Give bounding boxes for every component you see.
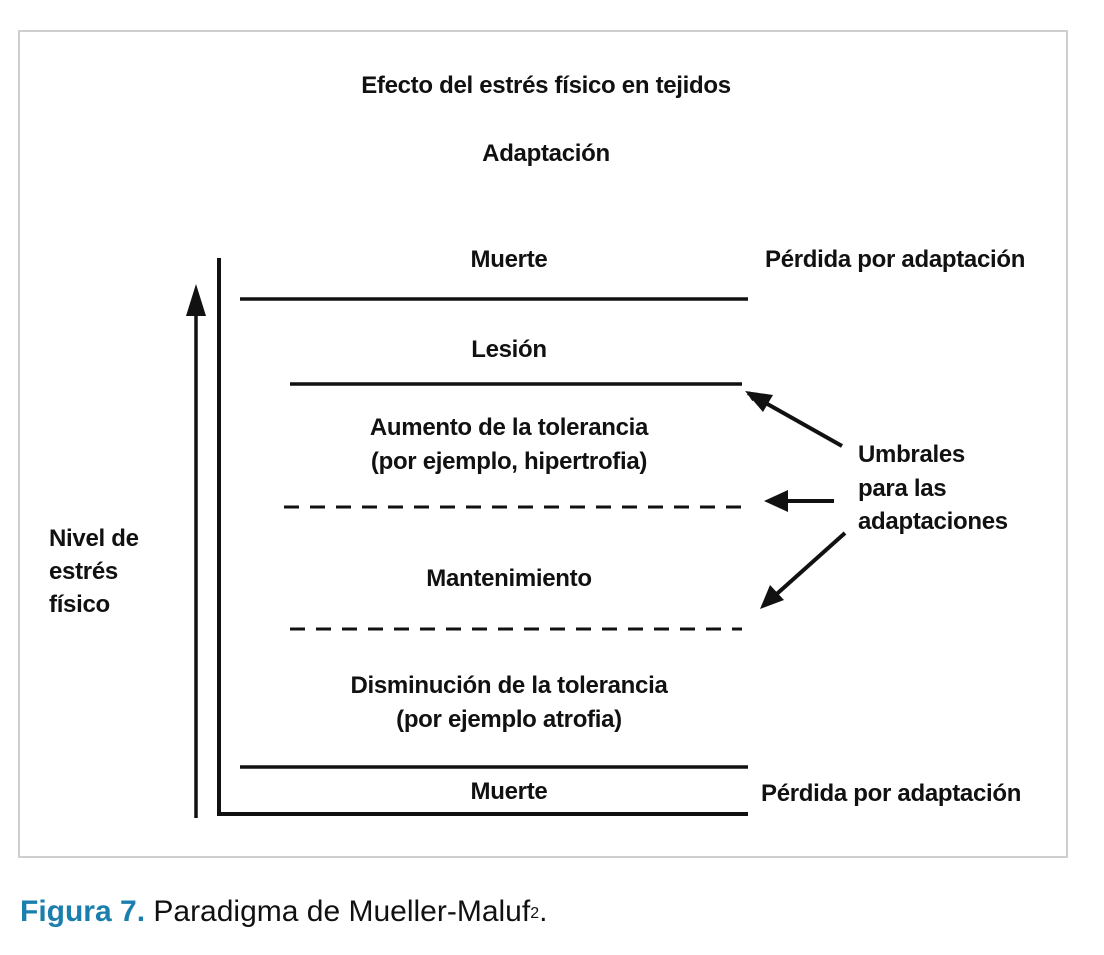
umbral-arrow-lower-head [760, 585, 784, 609]
figure-frame [18, 30, 1068, 858]
zone-aumento-line-2: (por ejemplo, hipertrofia) [370, 448, 648, 475]
y-axis-label-line-2: estrés [49, 558, 118, 585]
diagram-subtitle: Adaptación [482, 140, 610, 167]
label-perdida-bottom: Pérdida por adaptación [761, 780, 1022, 807]
label-perdida-top: Pérdida por adaptación [765, 246, 1026, 273]
stress-arrow-head [186, 284, 206, 316]
zone-mantenimiento: Mantenimiento [426, 565, 592, 592]
figure-caption: Figura 7. Paradigma de Mueller-Maluf2. [20, 892, 547, 932]
umbrales-line-2: para las [858, 475, 947, 502]
umbral-arrow-middle-head [764, 490, 788, 512]
diagram-title: Efecto del estrés físico en tejidos [361, 72, 731, 99]
zone-disminucion-line-2: (por ejemplo atrofia) [396, 706, 622, 733]
figure-label: Figura 7. [20, 895, 146, 928]
zone-disminucion-line-1: Disminución de la tolerancia [350, 672, 668, 699]
y-axis-label-line-3: físico [49, 591, 110, 618]
caption-period: . [539, 895, 548, 928]
caption-text: Paradigma de Mueller-Maluf [153, 895, 531, 928]
zone-muerte-bottom: Muerte [470, 778, 548, 805]
y-axis-label-line-1: Nivel de [49, 525, 139, 552]
zone-muerte-top: Muerte [470, 246, 548, 273]
caption-reference: 2 [530, 905, 540, 922]
zone-lesion: Lesión [471, 336, 547, 363]
umbrales-line-3: adaptaciones [858, 508, 1008, 535]
umbral-arrow-upper-head [745, 391, 773, 412]
zone-aumento-line-1: Aumento de la tolerancia [369, 414, 649, 441]
umbral-arrow-lower [768, 531, 847, 602]
umbrales-line-1: Umbrales [858, 441, 965, 468]
